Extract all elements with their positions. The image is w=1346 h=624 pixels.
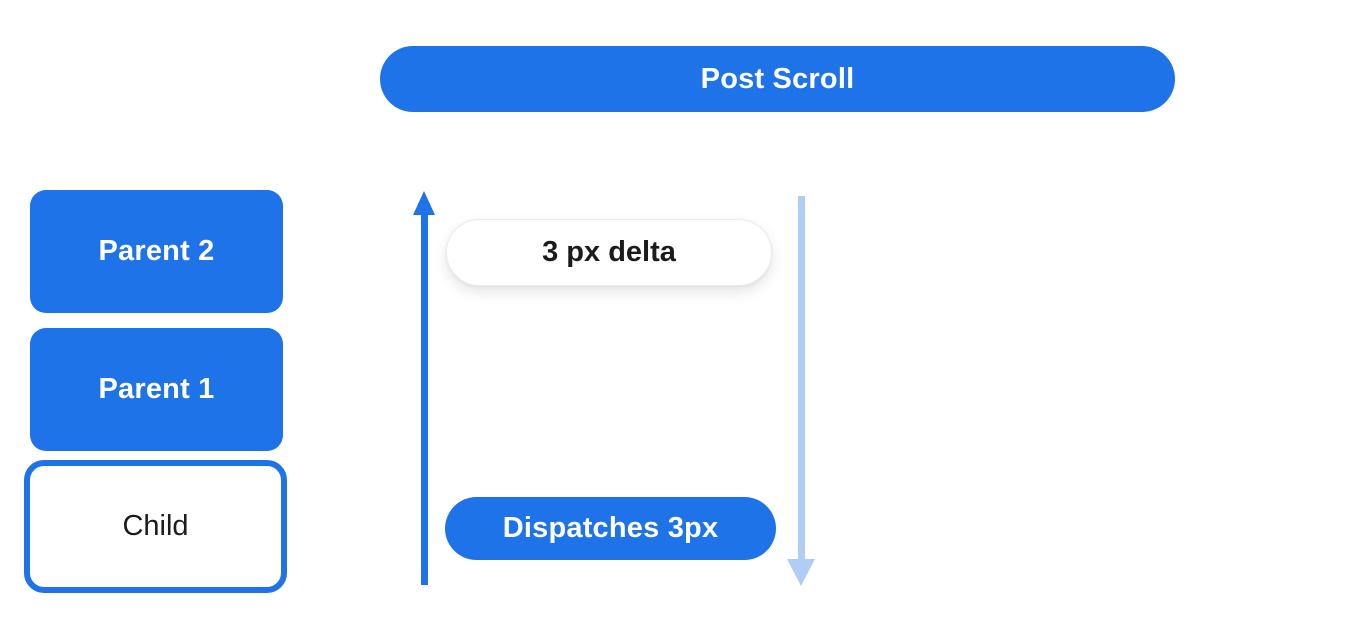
node-parent-2: Parent 2: [30, 190, 283, 313]
up-arrow-icon: [413, 191, 435, 585]
node-parent-1: Parent 1: [30, 328, 283, 451]
down-arrow-icon: [787, 196, 815, 586]
delta-pill: 3 px delta: [446, 219, 772, 286]
post-scroll-banner: Post Scroll: [380, 46, 1175, 112]
up-arrow-shaft: [420, 215, 428, 585]
node-child: Child: [24, 460, 287, 593]
post-scroll-label: Post Scroll: [700, 62, 855, 95]
node-parent-1-label: Parent 1: [98, 373, 215, 405]
up-arrowhead: [413, 191, 435, 215]
node-child-label: Child: [122, 510, 189, 542]
dispatch-pill-label: Dispatches 3px: [502, 512, 719, 544]
node-parent-2-label: Parent 2: [98, 235, 215, 267]
delta-pill-label: 3 px delta: [542, 236, 676, 268]
down-arrow-shaft: [797, 196, 805, 559]
dispatch-pill: Dispatches 3px: [445, 497, 776, 560]
down-arrowhead: [787, 559, 815, 586]
